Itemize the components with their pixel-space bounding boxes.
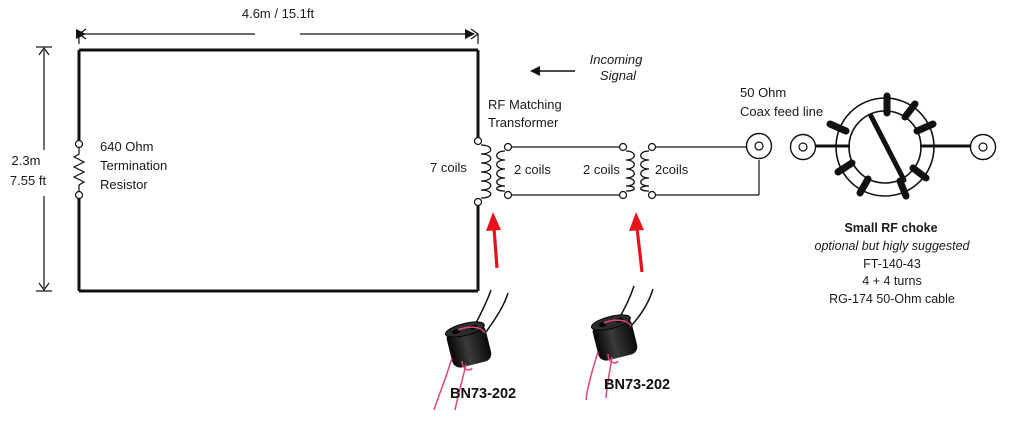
feedline-label-line2: Coax feed line [740, 104, 823, 119]
termination-resistor [72, 139, 86, 200]
transformer-title-line1: RF Matching [488, 97, 562, 112]
binocular-core-right [585, 285, 654, 401]
width-dimension: 4.6m / 15.1ft [76, 6, 480, 44]
secondary-coil-left [496, 142, 513, 200]
resistor-label-value: 640 Ohm [100, 139, 153, 154]
primary-coil [473, 136, 492, 207]
height-dimension: 2.3m 7.55 ft [10, 46, 52, 292]
secondary-coil-right [640, 142, 657, 200]
choke-note: optional but higly suggested [815, 239, 971, 253]
choke-title: Small RF choke [844, 221, 937, 235]
incoming-signal-arrow [530, 66, 575, 76]
coax-connector [745, 132, 773, 160]
transformer-title-line2: Transformer [488, 115, 559, 130]
height-label-metric: 2.3m [12, 153, 41, 168]
height-label-imperial: 7.55 ft [10, 173, 47, 188]
rf-choke-illustration [789, 92, 997, 200]
binocular-core-left [433, 289, 509, 411]
incoming-label-line1: Incoming [590, 52, 644, 67]
feed-wires [656, 146, 760, 196]
primary-coil-label: 7 coils [430, 160, 467, 175]
antenna-loop [77, 48, 480, 293]
interconnect-wires [512, 146, 619, 196]
red-arrow-left [486, 212, 501, 269]
choke-cable: RG-174 50-Ohm cable [829, 292, 955, 306]
feedline-label-line1: 50 Ohm [740, 85, 786, 100]
secondary-right-label: 2coils [655, 162, 689, 177]
core-right-label: BN73-202 [604, 377, 670, 393]
secondary-middle-label: 2 coils [583, 162, 620, 177]
red-arrow-right [629, 212, 644, 273]
choke-turns: 4 + 4 turns [862, 274, 921, 288]
resistor-label-line2: Termination [100, 158, 167, 173]
width-label: 4.6m / 15.1ft [242, 6, 315, 21]
secondary-coil-middle [618, 142, 635, 200]
incoming-label-line2: Signal [600, 68, 637, 83]
resistor-label-line3: Resistor [100, 177, 148, 192]
choke-core: FT-140-43 [863, 257, 921, 271]
core-left-label: BN73-202 [450, 386, 516, 402]
secondary-left-label: 2 coils [514, 162, 551, 177]
